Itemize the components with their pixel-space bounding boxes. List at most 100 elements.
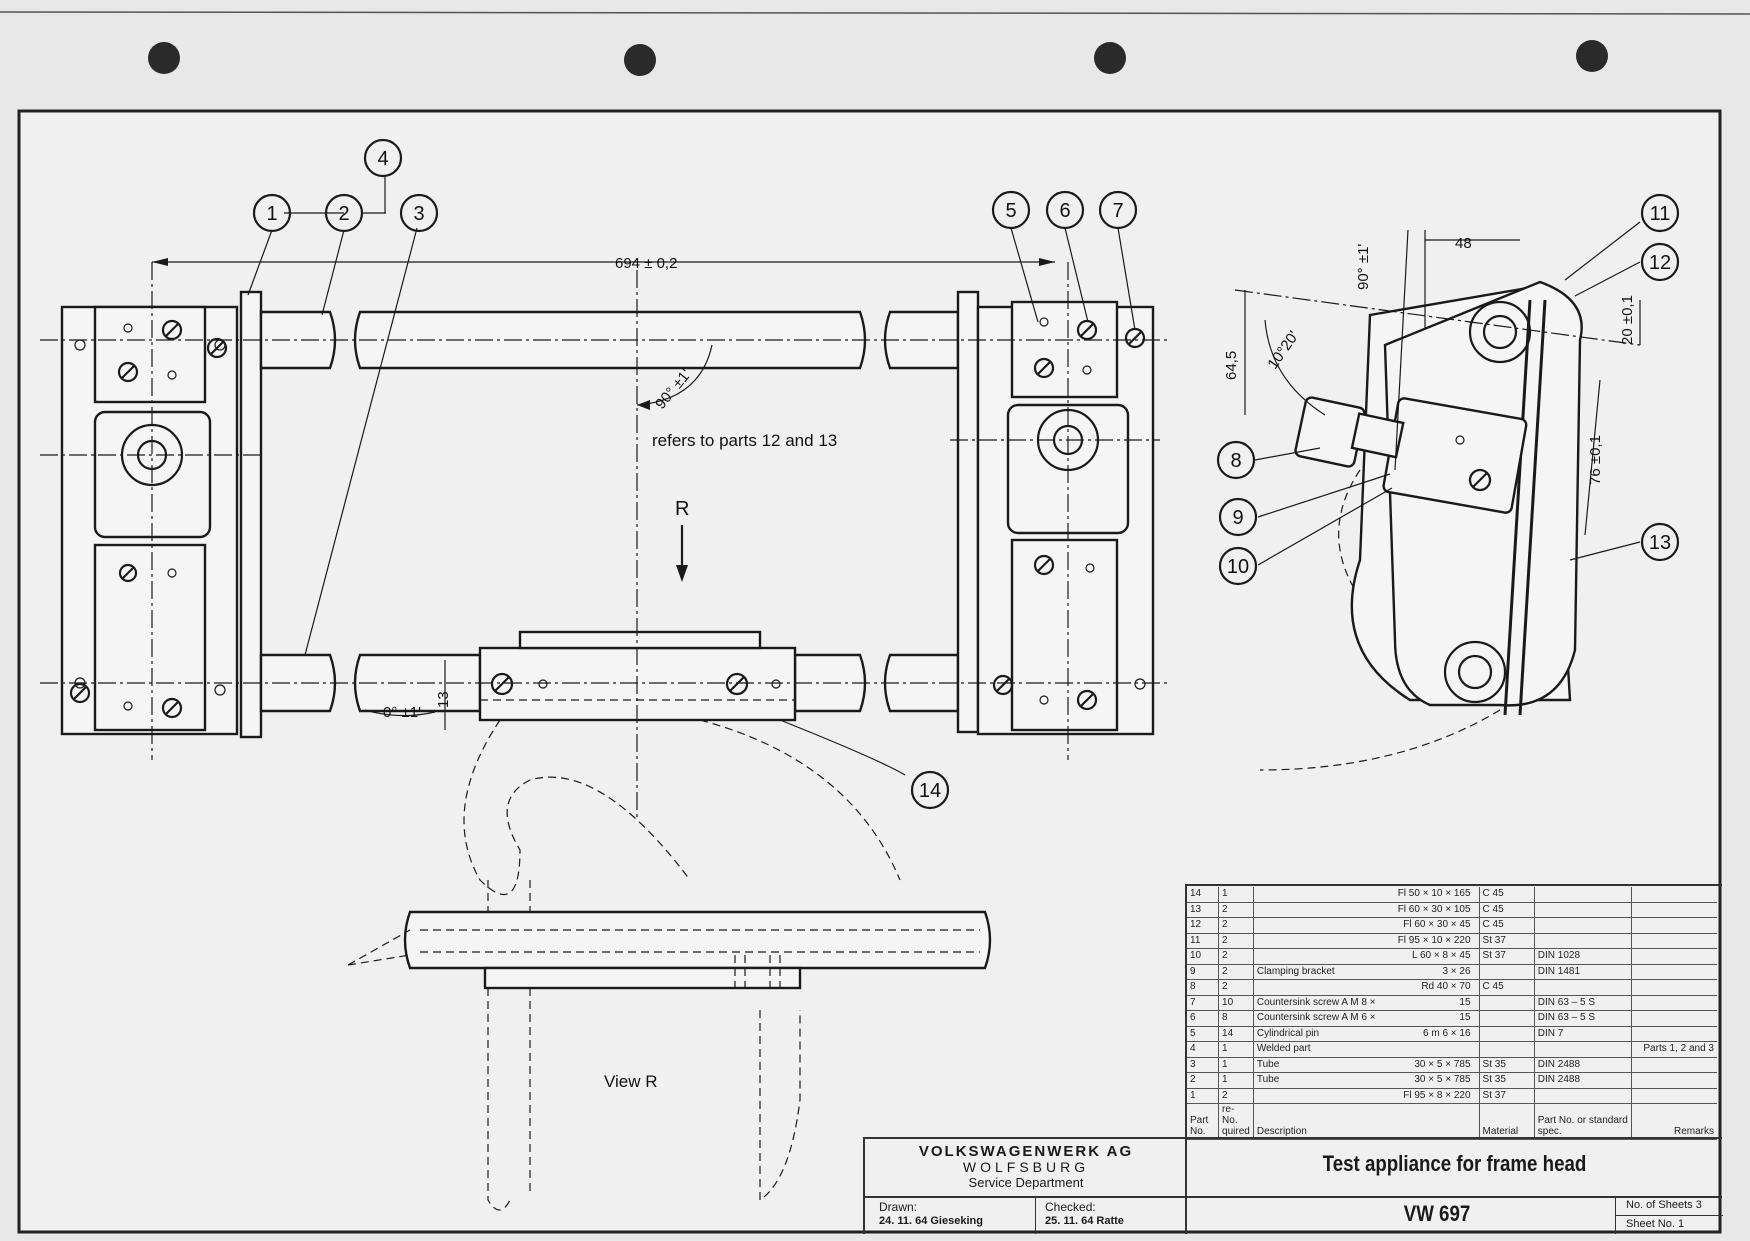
svg-text:3: 3 (413, 203, 424, 225)
cell-part-no: 4 (1187, 1041, 1220, 1058)
checked-value: 25. 11. 64 Ratte (1045, 1215, 1124, 1227)
cell-quantity: 14 (1218, 1026, 1254, 1042)
company-department: Service Department (968, 1175, 1084, 1190)
cell-dimensions: Fl 50 × 10 × 165 (1379, 887, 1480, 903)
cell-description (1253, 902, 1380, 918)
punch-hole (1576, 40, 1608, 72)
cell-quantity: 1 (1218, 1057, 1254, 1073)
drawing-title: Test appliance for frame head (1322, 1151, 1587, 1176)
cell-description (1253, 979, 1380, 996)
callout-8: 8 (1216, 440, 1256, 480)
svg-text:1: 1 (266, 203, 277, 225)
cell-part-no: 6 (1187, 1010, 1220, 1027)
cell-remarks (1631, 917, 1717, 934)
cell-remarks (1631, 979, 1717, 996)
cell-description (1253, 1088, 1380, 1104)
callout-1: 1 (252, 193, 292, 233)
cell-description: Cylindrical pin (1253, 1026, 1380, 1042)
view-label: View R (604, 1072, 658, 1091)
cell-standard-spec: DIN 2488 (1534, 1072, 1633, 1089)
cell-remarks (1631, 902, 1717, 918)
cell-dimensions: 6 m 6 × 16 (1379, 1026, 1480, 1042)
cell-part-no: 5 (1187, 1026, 1220, 1042)
cell-quantity: 2 (1218, 979, 1254, 996)
callouts: 1 2 3 4 5 6 7 8 9 10 11 12 13 14 (247, 138, 1680, 810)
cell-part-no: 12 (1187, 917, 1220, 934)
cell-part-no: 9 (1187, 964, 1220, 980)
cell-material (1479, 964, 1535, 980)
dim-height-20: 20 ±0,1 (1619, 295, 1636, 345)
cell-material: C 45 (1479, 887, 1535, 903)
side-view: 64,5 10°20' 48 90° ±1' 20 ±0,1 76 ±0,1 (1223, 229, 1641, 771)
cell-material: St 35 (1479, 1057, 1535, 1073)
view-r: View R (347, 880, 992, 1211)
dim-angle-90-side: 90° ±1' (1355, 244, 1372, 290)
header-standard-spec: Part No. or standard spec. (1534, 1103, 1633, 1140)
cell-dimensions: Fl 95 × 10 × 220 (1379, 933, 1480, 949)
callout-13: 13 (1640, 522, 1680, 562)
cell-description (1253, 948, 1380, 965)
cell-description (1253, 933, 1380, 949)
svg-text:12: 12 (1649, 252, 1671, 274)
drawn-label: Drawn: (879, 1200, 918, 1214)
cell-remarks (1631, 1026, 1717, 1042)
cell-quantity: 2 (1218, 964, 1254, 980)
cell-standard-spec: DIN 63 – 5 S (1534, 995, 1633, 1011)
company-city: WOLFSBURG (962, 1159, 1090, 1175)
header-part-no: Part No. (1187, 1103, 1220, 1140)
cell-material: C 45 (1479, 917, 1535, 934)
cell-standard-spec: DIN 7 (1534, 1026, 1633, 1042)
dim-overall-length: 694 ± 0,2 (615, 255, 677, 272)
cell-dimensions: 3 × 26 (1379, 964, 1480, 980)
callout-9: 9 (1218, 497, 1258, 537)
cell-standard-spec (1534, 933, 1633, 949)
cell-remarks: Parts 1, 2 and 3 (1631, 1041, 1717, 1058)
callout-4: 4 (363, 138, 403, 178)
cell-material: C 45 (1479, 979, 1535, 996)
svg-text:6: 6 (1059, 200, 1070, 222)
cell-material: St 37 (1479, 933, 1535, 949)
cell-remarks (1631, 1010, 1717, 1027)
header-description: Description (1253, 1103, 1380, 1140)
cell-part-no: 2 (1187, 1072, 1220, 1089)
cell-material: St 35 (1479, 1072, 1535, 1089)
cell-remarks (1631, 1057, 1717, 1073)
cell-dimensions: Fl 95 × 8 × 220 (1379, 1088, 1480, 1104)
dim-height-13: 13 (435, 691, 452, 708)
note-refers-to: refers to parts 12 and 13 (652, 431, 837, 450)
callout-10: 10 (1218, 546, 1258, 586)
cell-quantity: 1 (1218, 1041, 1254, 1058)
svg-text:4: 4 (377, 148, 388, 170)
drawing-number: VW 697 (1403, 1201, 1471, 1226)
svg-text:13: 13 (1649, 532, 1671, 554)
svg-text:11: 11 (1650, 203, 1671, 225)
cell-description (1253, 887, 1380, 903)
cell-remarks (1631, 948, 1717, 965)
cell-remarks (1631, 995, 1717, 1011)
cell-standard-spec: DIN 63 – 5 S (1534, 1010, 1633, 1027)
cell-part-no: 8 (1187, 979, 1220, 996)
dim-height-76: 76 ±0,1 (1587, 435, 1604, 485)
title-block-drawing: Test appliance for frame head VW 697 No.… (1185, 1137, 1723, 1234)
cell-dimensions: Fl 60 × 30 × 45 (1379, 917, 1480, 934)
cell-standard-spec (1534, 979, 1633, 996)
header-remarks: Remarks (1631, 1103, 1717, 1140)
cell-quantity: 2 (1218, 902, 1254, 918)
svg-text:14: 14 (919, 780, 941, 802)
cell-quantity: 2 (1218, 917, 1254, 934)
cell-part-no: 11 (1187, 933, 1220, 949)
cell-remarks (1631, 1072, 1717, 1089)
cell-quantity: 1 (1218, 887, 1254, 903)
svg-text:10: 10 (1227, 556, 1249, 578)
cell-quantity: 2 (1218, 933, 1254, 949)
